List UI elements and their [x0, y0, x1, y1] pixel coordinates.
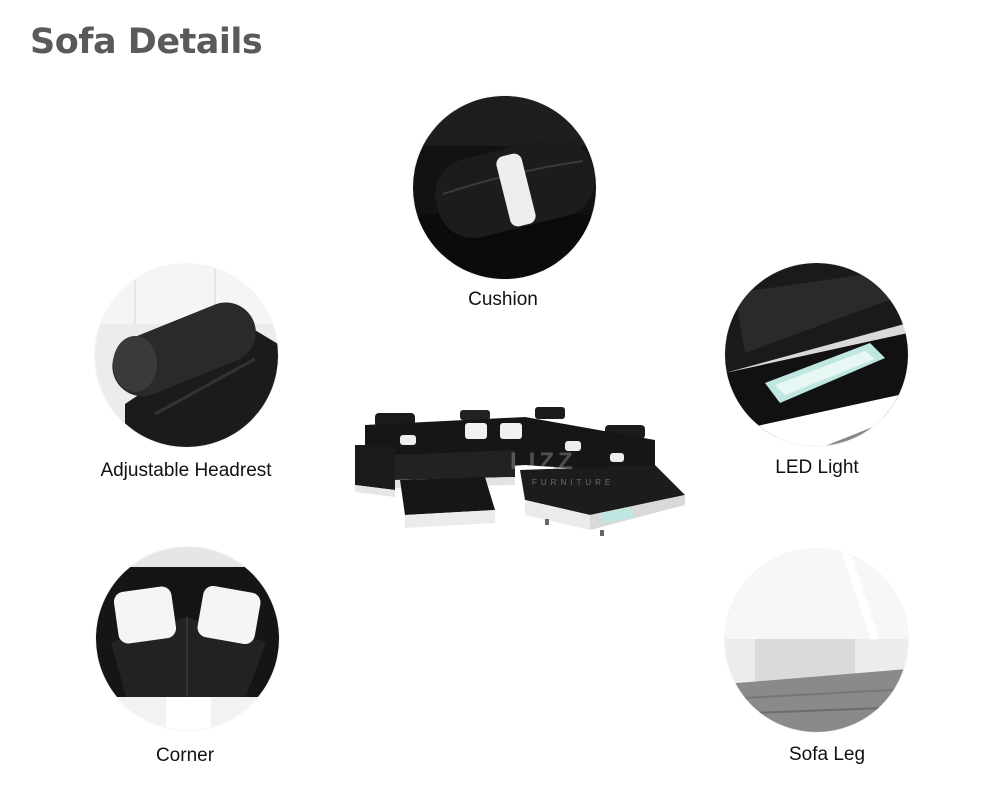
corner-photo	[96, 547, 279, 730]
watermark-subtext: FURNITURE	[532, 478, 615, 487]
headrest-label: Adjustable Headrest	[100, 460, 272, 481]
cushion-photo	[413, 96, 596, 279]
watermark-logo: LIZZ	[510, 448, 577, 475]
cushion-label: Cushion	[468, 289, 538, 310]
led-light-photo	[725, 263, 908, 446]
sofa-leg-photo	[725, 549, 908, 732]
headrest-photo	[95, 264, 278, 447]
page-title: Sofa Details	[30, 22, 263, 62]
sofa-product-image	[355, 405, 685, 555]
led-light-label: LED Light	[775, 457, 859, 478]
corner-label: Corner	[155, 745, 215, 766]
sofa-leg-label: Sofa Leg	[788, 744, 866, 765]
